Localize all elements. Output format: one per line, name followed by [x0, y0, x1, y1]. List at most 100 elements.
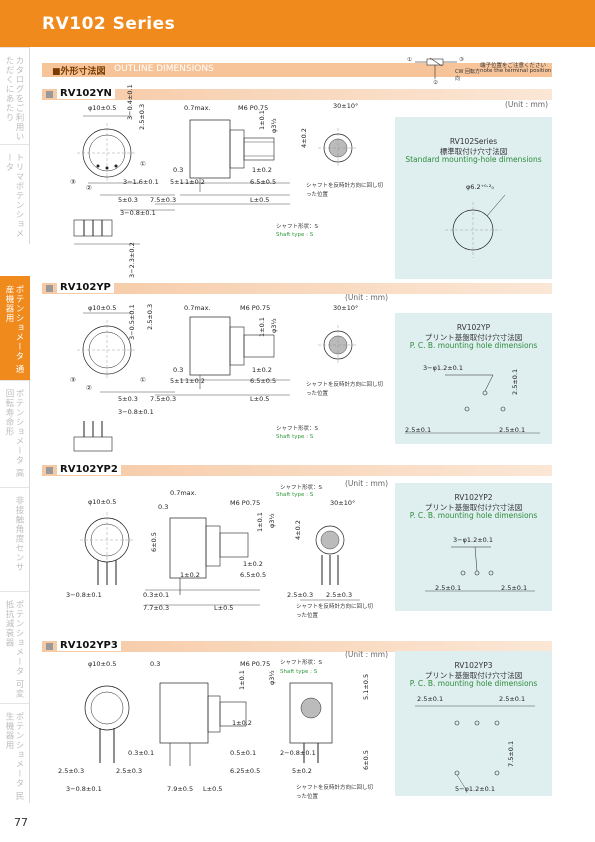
panel-pcb-mounting-yp2: RV102YP2 プリント基盤取付け穴寸法図 P. C. B. mounting… [395, 483, 552, 611]
shaft-position-note: シャフトを反時計方向に回し切った位置 [296, 604, 374, 619]
dim-c: 0.3±0.1 [128, 749, 155, 757]
panel-pcb-mounting-yp3: RV102YP3 プリント基盤取付け穴寸法図 P. C. B. mounting… [395, 651, 552, 796]
unit-label: (Unit : mm) [345, 650, 389, 659]
dim-pitch-1: 2.5±0.3 [287, 591, 314, 599]
dim-l: L±0.5 [214, 604, 234, 612]
dim-f: 6.5±0.5 [240, 571, 267, 579]
model-name: RV102YP2 [57, 464, 121, 475]
dim-g: 6.25±0.5 [230, 767, 261, 775]
model-marker-icon [46, 91, 53, 98]
dim-p4: 5±0.2 [292, 767, 312, 775]
dim-vertical: 6±0.5 [150, 532, 158, 552]
dim-shaft: φ3½ [268, 670, 276, 685]
shaft-type-jp: シャフト形状：S [276, 224, 318, 230]
dim-thread: M6 P0.75 [240, 660, 271, 668]
unit-label: (Unit : mm) [345, 293, 389, 302]
dim-a: 3−1.6±0.1 [123, 178, 159, 186]
dim-d1: 3−0.5±0.1 [128, 304, 136, 340]
model-name: RV102YP3 [57, 640, 121, 651]
terminal-1-label: ① [407, 57, 412, 63]
terminal-note-en: note the terminal position [480, 68, 552, 74]
dim-pitch-2: 2.5±0.3 [116, 767, 143, 775]
shaft-type-jp: シャフト形状：S [280, 485, 322, 491]
mounting-hole-drawing [445, 194, 506, 258]
sidebar-item-angle-sensor[interactable]: 非接触角度センサ [0, 487, 30, 591]
dim-g: 5±0.3 [118, 395, 138, 403]
dim-f: 6.5±0.5 [250, 178, 277, 186]
shaft-type-en: Shaft type : S [276, 434, 314, 440]
dim-pitch-1: 2.5±0.1 [405, 426, 432, 434]
dim-angle: 30±10° [330, 499, 356, 507]
terminal-2-label: ② [433, 80, 438, 86]
model-header-rv102yn: RV102YN [42, 88, 552, 100]
model-name: RV102YN [57, 88, 115, 99]
dim-t1: 1±0.1 [258, 110, 266, 130]
page-number: 77 [14, 816, 28, 829]
dim-diameter: φ10±0.5 [88, 498, 117, 506]
dim-b: 0.3 [173, 166, 184, 174]
shaft-type-en: Shaft type : S [280, 669, 318, 675]
rv102yp2-drawing [80, 512, 360, 606]
dim-p3: 2−0.8±0.1 [280, 749, 316, 757]
shaft-type-en: Shaft type : S [276, 492, 314, 498]
section-outline-dimensions: ■外形寸法図 OUTLINE DIMENSIONS [42, 63, 552, 77]
terminal-3-label: ③ [459, 57, 464, 63]
shaft-type-jp: シャフト形状：S [276, 426, 318, 432]
dim-c: 5±1 [170, 377, 184, 385]
sidebar-item-potentiometer-long-life[interactable]: ポテンショメータ 高回転寿命形 [0, 380, 30, 487]
shaft-position-note: シャフトを反時計方向に回し切った位置 [306, 382, 384, 397]
terminal-3-label: ③ [70, 376, 76, 384]
sidebar-item-consumer[interactable]: ポテンショメータ 民生機器用 [0, 703, 30, 803]
shaft-type-en: Shaft type : S [276, 232, 314, 238]
dim-pin: 3−0.8±0.1 [66, 785, 102, 793]
dim-max: 0.7max. [184, 304, 211, 312]
sidebar-item-catalog-guide[interactable]: カタログをご利用いただくにあたり [0, 47, 30, 144]
model-header-rv102yp3: RV102YP3 [42, 640, 552, 652]
dim-thread: M6 P0.75 [240, 304, 271, 312]
dim-pin2: 3−2.3±0.2 [128, 242, 136, 278]
dim-pitch-1: 2.5±0.3 [58, 767, 85, 775]
dim-d: 1±0.2 [185, 377, 205, 385]
dim-e: 1±0.2 [252, 166, 272, 174]
model-header-rv102yp: RV102YP [42, 282, 552, 294]
rotation-direction-label: CW 回転方向 [455, 69, 481, 82]
terminal-1-label: ① [140, 376, 146, 384]
dim-t1: 1±0.1 [258, 317, 266, 337]
dim-pitch-1: 2.5±0.1 [435, 584, 462, 592]
dim-g2: 7.9±0.5 [167, 785, 194, 793]
dim-mounting-hole: φ6.2⁺⁰·²₀ [466, 183, 494, 191]
terminal-3-label: ③ [70, 178, 76, 186]
dim-h2: 7.5±0.3 [150, 395, 177, 403]
dim-angle: 30±10° [333, 102, 359, 110]
dim-height: 4±0.2 [294, 520, 302, 540]
dim-d2: 2.5±0.3 [138, 103, 146, 130]
dim-f: 0.5±0.1 [230, 749, 257, 757]
dim-g: 5±0.3 [118, 196, 138, 204]
unit-label: (Unit : mm) [505, 100, 549, 109]
dim-max: 0.7max. [170, 489, 197, 497]
dim-max: 0.7max. [184, 104, 211, 112]
dim-diameter: φ10±0.5 [88, 104, 117, 112]
terminal-position-diagram [415, 57, 457, 79]
dim-angle: 30±10° [333, 304, 359, 312]
panel-standard-mounting: RV102Series 標準取付け穴寸法図 Standard mounting-… [395, 117, 552, 279]
terminal-note-jp: 端子位置をご注意ください [480, 63, 547, 69]
dim-holes: 3−φ1.2±0.1 [453, 536, 493, 544]
dim-diameter: φ10±0.5 [88, 660, 117, 668]
dim-b: 0.3 [173, 366, 184, 374]
dim-g: 7.7±0.3 [143, 604, 170, 612]
sidebar-item-attenuator[interactable]: ポテンショメータ 可変抵抗減衰器 [0, 591, 30, 703]
dim-c: 0.3±0.1 [143, 591, 170, 599]
dim-thread: M6 P0.75 [238, 104, 269, 112]
dim-holes: 3−φ1.2±0.1 [423, 364, 463, 372]
sidebar-item-potentiometer-industrial[interactable]: ポテンショメータ 通産機器用 [0, 276, 30, 380]
dim-c: 5±1 [170, 178, 184, 186]
page-title: RV102 Series [42, 14, 176, 34]
dim-shaft: φ3½ [268, 513, 276, 528]
dim-shaft: φ3½ [270, 318, 278, 333]
dim-b: 0.3 [158, 503, 169, 511]
sidebar-item-trimmer[interactable]: トリマポテンショメータ [0, 144, 30, 244]
rv102yp-drawing [73, 312, 358, 452]
dim-pitch-2: 2.5±0.1 [499, 426, 526, 434]
dim-l: L±0.5 [250, 395, 270, 403]
